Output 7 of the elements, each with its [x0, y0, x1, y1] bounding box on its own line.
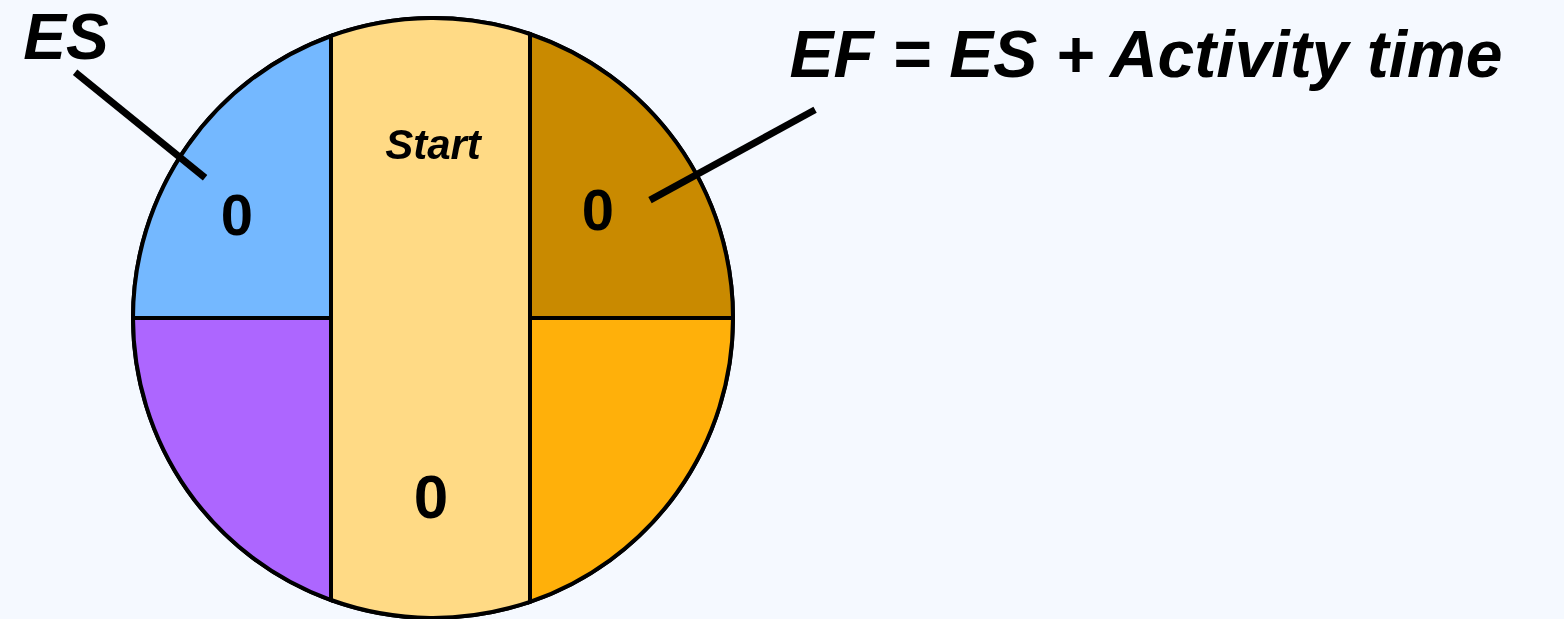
value-number: 0	[581, 181, 615, 239]
value-number: 0	[220, 186, 254, 244]
callout-label: ES	[23, 5, 109, 69]
leader-line	[648, 106, 817, 204]
value-number: 0	[413, 466, 449, 528]
leader-line	[72, 69, 208, 181]
node-label: Start	[385, 124, 481, 166]
